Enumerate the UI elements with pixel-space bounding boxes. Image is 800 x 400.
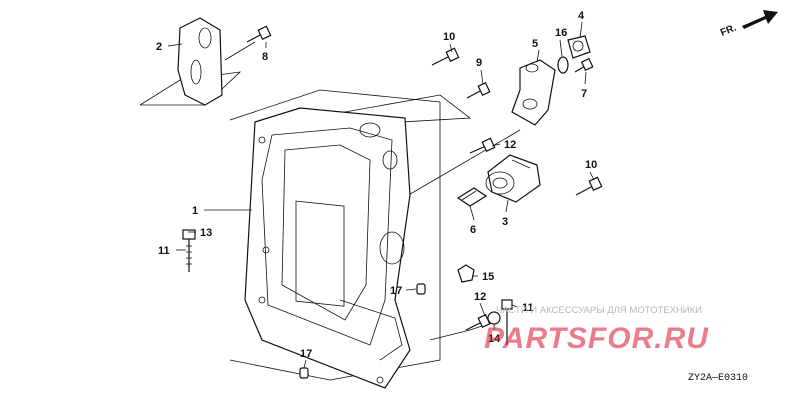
callout-12-upper: 12 [504, 139, 516, 151]
diagram-code: ZY2A—E0310 [688, 373, 748, 384]
o-ring-16 [557, 56, 569, 74]
callout-12-lower: 12 [474, 291, 486, 303]
watermark: ЧАСТИ И АКСЕССУАРЫ ДЛЯ МОТОТЕХНИКИ PARTS… [484, 305, 709, 355]
callout-6: 6 [470, 224, 476, 236]
bolt-10-right [575, 176, 603, 196]
oil-filter-part [485, 154, 541, 203]
callout-16: 16 [555, 27, 567, 39]
cap-4 [567, 35, 591, 59]
callout-1: 1 [192, 205, 198, 217]
leader-lines [167, 21, 595, 369]
callout-13: 13 [200, 227, 212, 239]
watermark-brand: PARTSFOR.RU [484, 322, 709, 355]
dowel-17-lower [299, 367, 309, 379]
callout-5: 5 [532, 38, 538, 50]
front-direction-arrow: FR. [719, 10, 778, 39]
callout-17-lower: 17 [300, 348, 312, 360]
dowel-17-middle [416, 283, 426, 295]
callout-3: 3 [502, 216, 508, 228]
callout-11-left: 11 [158, 245, 170, 257]
callout-7: 7 [581, 88, 587, 100]
plug-15 [457, 264, 475, 283]
front-arrow-icon [742, 10, 778, 29]
bolt-11-left [182, 229, 196, 272]
callout-11-right: 11 [522, 302, 534, 314]
bolt-9 [466, 81, 491, 99]
bolt-10-top [431, 47, 460, 66]
callout-9: 9 [476, 57, 482, 69]
grouping-lines [139, 41, 521, 381]
bracket-part [177, 17, 223, 106]
elbow-fitting-part [511, 59, 556, 126]
callout-4: 4 [578, 10, 585, 22]
callout-17-middle: 17 [390, 285, 402, 297]
bolt-11-right [501, 299, 513, 345]
callout-14: 14 [488, 333, 501, 345]
bolt-8 [246, 25, 272, 43]
watermark-tagline: ЧАСТИ И АКСЕССУАРЫ ДЛЯ МОТОТЕХНИКИ [496, 305, 702, 316]
callout-8: 8 [262, 51, 268, 63]
callout-10-top: 10 [443, 31, 455, 43]
callout-15: 15 [482, 271, 494, 283]
fitting-6 [456, 187, 488, 207]
direction-label: FR. [719, 22, 738, 38]
callout-labels: 2 8 10 9 5 16 4 7 12 10 1 13 11 6 3 15 1… [156, 10, 597, 360]
callout-2: 2 [156, 41, 162, 53]
bolt-7 [574, 57, 594, 73]
bolt-12-upper [469, 137, 496, 154]
main-case-part [244, 107, 411, 389]
callout-10-right: 10 [585, 159, 597, 171]
